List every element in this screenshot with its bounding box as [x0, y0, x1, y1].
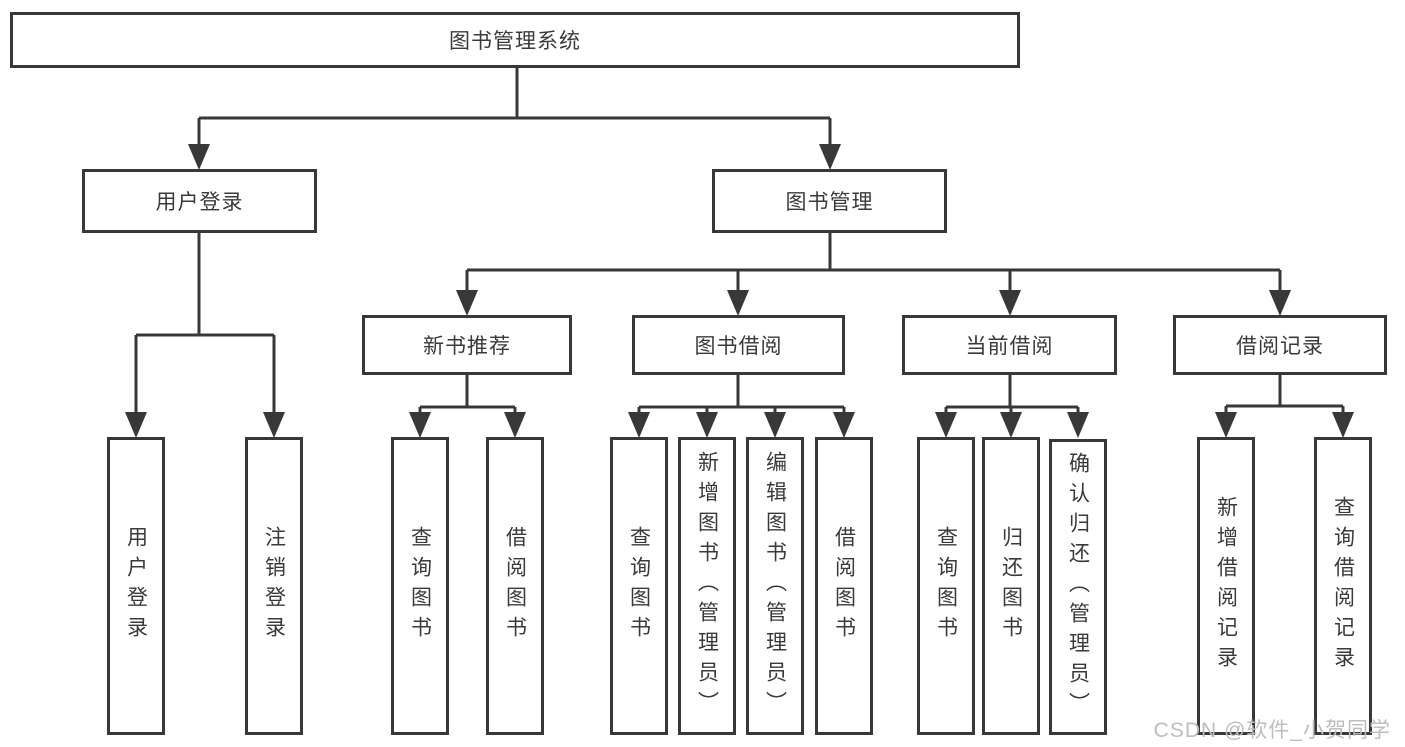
node-label: 图书管理系统	[449, 30, 581, 53]
arrow-down-icon	[263, 412, 285, 438]
arrow-down-icon	[1269, 290, 1291, 316]
node-label: 新书推荐	[423, 335, 511, 358]
node-label: 借阅图书	[832, 526, 856, 646]
arrow-down-icon	[1215, 412, 1237, 438]
connector-user-login-to-leaves	[134, 233, 276, 433]
node-label: 图书借阅	[694, 335, 783, 358]
leaf-query-book-3: 查询图书	[917, 437, 975, 735]
csdn-watermark: CSDN @软件_小贺同学	[1153, 719, 1391, 742]
node-label: 确认归还（管理员）	[1066, 452, 1090, 722]
arrow-down-icon	[935, 412, 957, 438]
node-label: 查询借阅记录	[1331, 496, 1355, 676]
node-label: 用户登录	[155, 191, 244, 214]
arrow-down-icon	[764, 412, 786, 438]
node-label: 新增借阅记录	[1214, 496, 1238, 676]
connector-current-borrow-to-leaves	[944, 375, 1080, 433]
leaf-query-book-2: 查询图书	[610, 437, 668, 735]
connector-book-mgmt-to-level3	[465, 233, 1282, 312]
node-book-borrowing: 图书借阅	[632, 315, 845, 375]
node-borrowing-records: 借阅记录	[1173, 315, 1387, 375]
arrow-down-icon	[1067, 412, 1089, 438]
arrow-down-icon	[456, 290, 478, 316]
connector-book-borrow-to-leaves	[637, 375, 846, 433]
node-new-book-recommendation: 新书推荐	[362, 315, 572, 375]
leaf-edit-book-admin: 编辑图书（管理员）	[746, 437, 804, 735]
node-label: 图书管理	[785, 191, 874, 214]
connector-new-book-to-leaves	[418, 375, 517, 433]
arrow-down-icon	[696, 412, 718, 438]
leaf-borrow-book-2: 借阅图书	[815, 437, 873, 735]
node-label: 查询图书	[408, 526, 432, 646]
node-label: 查询图书	[627, 526, 651, 646]
node-book-management: 图书管理	[712, 169, 947, 233]
leaf-add-book-admin: 新增图书（管理员）	[678, 437, 736, 735]
node-label: 归还图书	[999, 526, 1023, 646]
node-label: 新增图书（管理员）	[695, 451, 719, 721]
node-label: 借阅图书	[503, 526, 527, 646]
connector-borrow-record-to-leaves	[1224, 375, 1345, 433]
leaf-logout: 注销登录	[245, 437, 303, 735]
leaf-borrow-book-1: 借阅图书	[486, 437, 544, 735]
arrow-down-icon	[1332, 412, 1354, 438]
arrow-down-icon	[409, 412, 431, 438]
node-label: 注销登录	[262, 526, 286, 646]
leaf-query-borrow-record: 查询借阅记录	[1314, 437, 1372, 735]
arrow-down-icon	[999, 290, 1021, 316]
arrow-down-icon	[1000, 412, 1022, 438]
arrow-down-icon	[819, 144, 841, 170]
arrow-down-icon	[188, 144, 210, 170]
connector-root-to-level2	[197, 68, 832, 166]
arrow-down-icon	[504, 412, 526, 438]
node-current-borrowing: 当前借阅	[902, 315, 1117, 375]
leaf-confirm-return-admin: 确认归还（管理员）	[1049, 439, 1107, 735]
node-label: 用户登录	[124, 526, 148, 646]
node-label: 当前借阅	[965, 335, 1054, 358]
node-label: 借阅记录	[1236, 335, 1324, 358]
leaf-user-login: 用户登录	[107, 437, 165, 735]
node-library-management-system: 图书管理系统	[10, 12, 1020, 68]
arrow-down-icon	[125, 412, 147, 438]
node-label: 查询图书	[934, 526, 958, 646]
node-label: 编辑图书（管理员）	[763, 451, 787, 721]
leaf-query-book-1: 查询图书	[391, 437, 449, 735]
node-user-login: 用户登录	[82, 169, 317, 233]
arrow-down-icon	[628, 412, 650, 438]
leaf-add-borrow-record: 新增借阅记录	[1197, 437, 1255, 735]
arrow-down-icon	[727, 290, 749, 316]
leaf-return-book: 归还图书	[982, 437, 1040, 735]
arrow-down-icon	[833, 412, 855, 438]
